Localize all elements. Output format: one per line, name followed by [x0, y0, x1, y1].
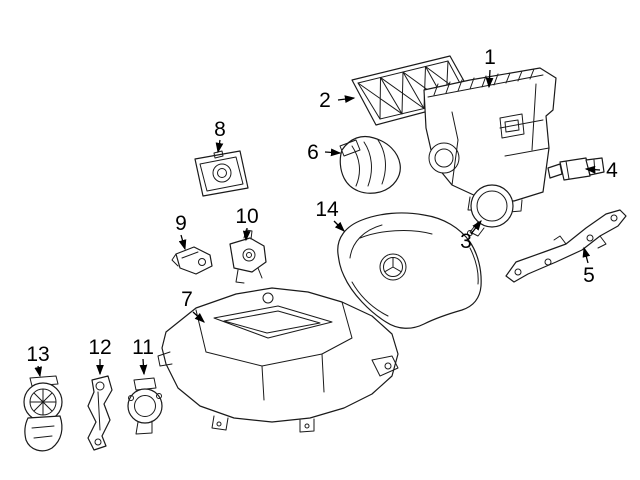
part-8-illustration: [194, 150, 249, 197]
emblem-star: [384, 257, 402, 273]
callout-11: 11: [132, 336, 154, 376]
emblem-ring: [379, 253, 407, 281]
callout-10-label: 10: [235, 205, 258, 228]
callout-7: 7: [181, 288, 205, 323]
callout-13: 13: [26, 343, 50, 378]
callout-2-arrow: [337, 95, 356, 103]
part-7-illustration: [157, 287, 399, 433]
callout-8: 8: [214, 118, 226, 154]
part-9-illustration: [171, 246, 213, 275]
grille-lines: [29, 388, 57, 416]
callout-8-arrow: [215, 139, 224, 154]
callout-6-label: 6: [307, 141, 319, 164]
callout-6: 6: [307, 141, 342, 164]
callout-2: 2: [319, 89, 356, 112]
callout-14-arrow: [333, 220, 345, 232]
callout-3: 3: [460, 219, 482, 253]
callout-5: 5: [582, 246, 595, 287]
callout-10-arrow: [242, 227, 251, 242]
callout-14: 14: [315, 198, 345, 232]
callout-3-arrow: [470, 219, 482, 235]
callout-5-label: 5: [583, 264, 595, 287]
callout-4-label: 4: [606, 159, 618, 182]
part-1-illustration: [423, 67, 557, 213]
part-13-illustration: [23, 375, 63, 452]
callout-8-label: 8: [214, 118, 226, 141]
callout-12-label: 12: [88, 336, 111, 359]
callout-1-arrow: [485, 69, 494, 89]
callout-5-arrow: [582, 246, 591, 264]
callout-3-label: 3: [460, 230, 472, 253]
callout-12: 12: [88, 336, 112, 376]
part-14-illustration: [337, 212, 482, 329]
callout-13-label: 13: [26, 343, 49, 366]
callout-2-label: 2: [319, 89, 331, 112]
callout-9: 9: [175, 212, 187, 251]
callout-14-label: 14: [315, 198, 339, 221]
part-6-illustration: [339, 135, 401, 194]
part-10-illustration: [229, 229, 267, 284]
housing-inlet-port: [428, 142, 460, 174]
callout-1-label: 1: [484, 46, 496, 69]
part-3-illustration: [467, 184, 514, 237]
callout-7-arrow: [192, 311, 205, 323]
part-12-illustration: [87, 375, 113, 451]
callout-9-label: 9: [175, 212, 187, 235]
callout-13-arrow: [34, 365, 43, 378]
callout-11-label: 11: [132, 336, 154, 359]
callout-4: 4: [584, 159, 618, 182]
part-5-illustration: [505, 209, 627, 283]
callout-7-label: 7: [181, 288, 193, 311]
callout-1: 1: [484, 46, 496, 89]
part-4-illustration: [547, 157, 605, 181]
callout-6-arrow: [324, 148, 342, 157]
callout-4-arrow: [584, 165, 601, 174]
callout-9-arrow: [178, 234, 187, 251]
callout-11-arrow: [139, 358, 148, 376]
part-11-illustration: [127, 377, 163, 435]
callout-10: 10: [235, 205, 259, 242]
